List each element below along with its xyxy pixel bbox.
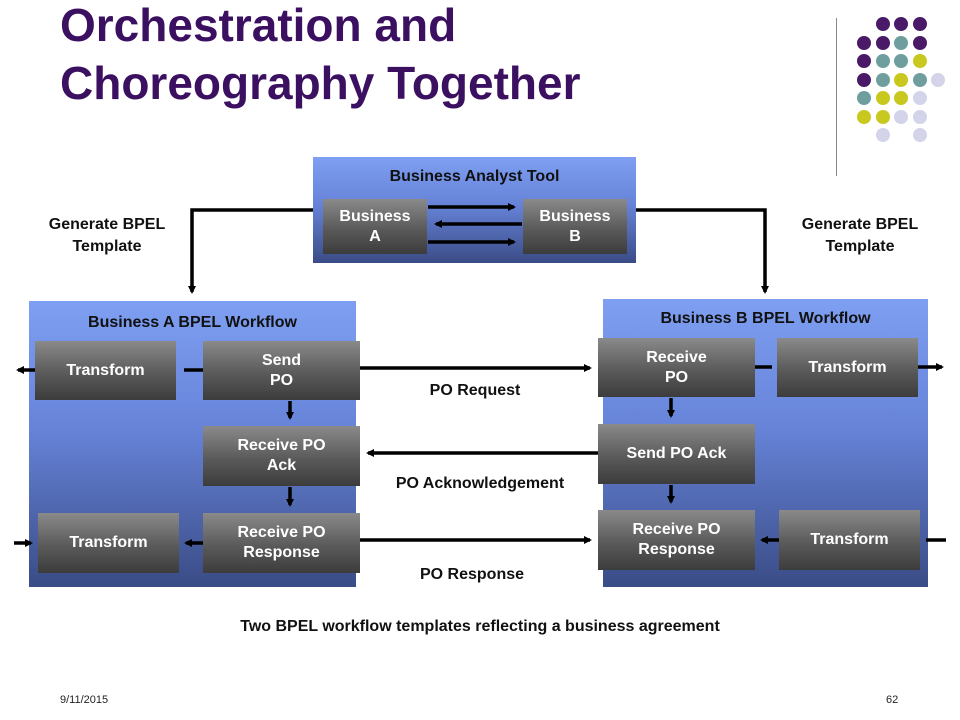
generate-template-label-right: Generate BPEL Template [801,216,919,255]
decorative-dot [894,91,908,105]
generate-template-label-left: Generate BPEL Template [48,216,166,255]
po-response-label: PO Response [419,566,525,583]
decorative-dot [875,35,890,50]
decorative-dot [912,72,927,87]
decorative-dot [857,109,871,124]
decorative-dot [912,91,927,105]
decorative-dot [912,17,927,31]
transform-box: Transform [779,510,920,570]
business-a-box: Business A [323,199,427,254]
panel-title: Business B BPEL Workflow [660,310,871,327]
send-po-box: Send PO [203,341,360,400]
slide-number: 62 [886,694,899,706]
decorative-dot [875,17,890,31]
decorative-dot [857,72,871,87]
slide-date: 9/11/2015 [60,694,109,706]
decorative-dot [875,54,890,68]
panel-title: Business A BPEL Workflow [88,314,297,331]
receive-po-box: Receive PO [598,338,755,397]
receive-po-response-box: Receive PO Response [598,510,755,570]
decorative-dot [894,35,908,50]
decorative-dot [931,72,945,87]
po-request-label: PO Request [429,382,521,399]
receive-po-ack-box: Receive PO Ack [203,426,360,486]
decorative-dot [912,109,927,124]
panel-title: Business Analyst Tool [389,168,560,185]
decorative-dot [857,91,871,105]
transform-box: Transform [777,338,918,397]
decorative-dot [894,72,908,87]
decorative-dot [875,91,890,105]
decorative-divider [836,18,837,176]
decorative-dot [912,128,927,142]
diagram-caption: Two BPEL workflow templates reflecting a… [240,618,720,635]
decorative-dot [894,54,908,68]
decorative-dot [875,128,890,142]
decorative-dot [857,35,871,50]
po-acknowledgement-label: PO Acknowledgement [395,475,565,492]
decorative-dot [912,35,927,50]
slide-title: Orchestration and Choreography Together [60,0,581,109]
decorative-dot [894,109,908,124]
decorative-dot [875,72,890,87]
business-b-box: Business B [523,199,627,254]
receive-po-response-box: Receive PO Response [203,513,360,573]
transform-box: Transform [35,341,176,400]
decorative-dot [894,17,908,31]
decorative-dot [912,54,927,68]
generate-template-arrow-right [636,208,769,294]
decorative-dot [875,109,890,124]
decorative-dot [857,54,871,68]
generate-template-arrow-left [188,208,313,294]
send-po-ack-box: Send PO Ack [598,424,755,484]
transform-box: Transform [38,513,179,573]
